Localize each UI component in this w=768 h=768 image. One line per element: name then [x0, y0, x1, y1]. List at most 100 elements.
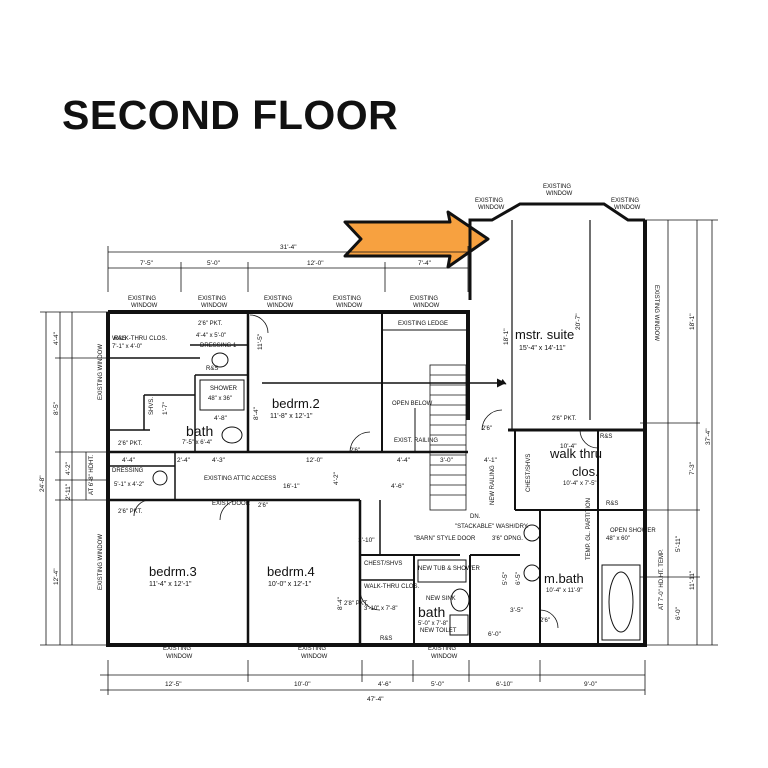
dim-int-0: 12'-0" — [306, 457, 323, 464]
dim-int-20: 8'-4" — [253, 406, 260, 420]
label-barn-door: "BARN" STYLE DOOR — [414, 536, 476, 542]
dim-left-overall: 24'-8" — [39, 475, 46, 492]
label-exist-railing: EXIST. RAILING — [394, 438, 438, 444]
room-mstr-suite-size: 15'-4" x 14'-11" — [519, 345, 566, 352]
label-opng: 3'6" OPNG. — [492, 536, 523, 542]
label-attic-access: EXISTING ATTIC ACCESS — [204, 476, 276, 482]
window-label-6b: WINDOW — [478, 205, 505, 211]
dimension-lines — [40, 219, 718, 695]
label-new-railing: NEW RAILING — [490, 465, 496, 505]
window-label-7: EXISTING — [543, 184, 571, 190]
dim-int-10: 4'-2" — [333, 471, 340, 485]
label-pkt-3: 2'6" PKT. — [118, 509, 143, 515]
window-label-2: EXISTING — [198, 296, 226, 302]
dim-int-2: 4'-4" — [397, 457, 411, 464]
dim-int-9: 8'-4" — [337, 596, 344, 610]
dim-bottom-4: 6'-10" — [496, 681, 513, 688]
staircase — [429, 364, 467, 511]
dim-right-3: 11'-11" — [689, 570, 696, 590]
window-label-3: EXISTING — [264, 296, 292, 302]
label-door-2: 2'6" — [258, 503, 268, 509]
dim-int-5: 1'-10" — [358, 537, 375, 544]
room-labels: mstr. suite 15'-4" x 14'-11" bedrm.2 11'… — [149, 327, 602, 627]
dim-right-2: 5'-11" — [675, 535, 682, 552]
label-door-1: 2'6" — [350, 448, 360, 454]
dim-right-overall: 37'-4" — [705, 428, 712, 445]
label-chest-shvs-2: CHEST/SHVS — [526, 454, 532, 492]
label-r-s-1: R&S — [600, 434, 612, 440]
label-walk-thru-clos-hall: WALK-THRU CLOS. — [112, 336, 167, 342]
dim-top-0: 7'-5" — [140, 260, 154, 267]
label-walk-thru-clos-4-size: 3'-10" x 7'-8" — [364, 606, 398, 612]
dim-int-22: 6'-5" — [515, 571, 522, 585]
window-label-10b: WINDOW — [301, 654, 328, 660]
label-new-tub: NEW TUB & SHOWER — [418, 566, 481, 572]
window-label-9b: WINDOW — [166, 654, 193, 660]
dim-int-4: 3'-0" — [440, 457, 454, 464]
room-walkthru-size: 10'-4" x 7'-5" — [563, 481, 597, 487]
room-walkthru: walk thru — [549, 446, 602, 461]
dim-bottom-2: 4'-6" — [378, 681, 392, 688]
label-walk-thru-clos-4: WALK-THRU CLOS. — [364, 584, 419, 590]
label-open-below: OPEN BELOW — [392, 401, 433, 407]
label-exist-door: EXIST. DOOR — [212, 501, 251, 507]
label-dressing-1-size: 4'-4" x 5'-0" — [196, 333, 226, 339]
label-door-4: 2'6" — [540, 618, 550, 624]
dim-bottom-3: 5'-0" — [431, 681, 445, 688]
dim-left-3: 2'-11" — [65, 483, 72, 500]
label-shower-size: 48" x 36" — [208, 396, 232, 402]
label-existing-ledge: EXISTING LEDGE — [398, 321, 448, 327]
window-label-6: EXISTING — [475, 198, 503, 204]
window-label-10: EXISTING — [298, 646, 326, 652]
room-mstr-suite: mstr. suite — [515, 327, 574, 342]
window-label-5b: WINDOW — [413, 303, 440, 309]
dim-top-1: 5'-0" — [207, 260, 221, 267]
label-pkt-1: 2'6" PKT. — [198, 321, 223, 327]
label-open-shower: OPEN SHOWER — [610, 528, 656, 534]
dim-right-0: 18'-1" — [689, 313, 696, 330]
highlight-arrow-icon — [343, 210, 490, 269]
dim-int-16: 10'-4" — [560, 443, 577, 450]
fixtures — [152, 352, 641, 641]
window-label-14: EXISTING WINDOW — [653, 285, 659, 341]
window-label-11b: WINDOW — [431, 654, 458, 660]
walls — [106, 202, 647, 647]
label-chest-shvs: CHEST/SHVS — [364, 561, 402, 567]
label-new-toilet: NEW TOILET — [420, 628, 457, 634]
dim-top-2: 12'-0" — [307, 260, 324, 267]
label-dn: DN. — [470, 514, 481, 520]
dim-top-3: 7'-4" — [418, 260, 432, 267]
window-label-1b: WINDOW — [131, 303, 158, 309]
dim-int-11: 4'-6" — [391, 483, 405, 490]
label-dressing: DRESSING — [112, 468, 144, 474]
label-dressing-1: DRESSING 1 — [200, 343, 237, 349]
window-label-12: EXISTING WINDOW — [98, 344, 104, 400]
dim-int-7: 4'-4" — [122, 457, 136, 464]
label-new-sink: NEW SINK — [426, 596, 456, 602]
dim-int-13: 1'-7" — [162, 401, 169, 415]
dimension-texts: 31'-4" 7'-5" 5'-0" 12'-0" 7'-4" 12'-5" 1… — [39, 244, 712, 703]
dim-bottom-0: 12'-5" — [165, 681, 182, 688]
room-bath-hall-size: 7'-5" x 6'-4" — [182, 440, 212, 446]
annotations: EXISTING LEDGE OPEN BELOW EXIST. RAILING… — [89, 321, 665, 642]
label-shower: SHOWER — [210, 386, 238, 392]
dim-int-8: 2'-4" — [177, 457, 191, 464]
windows: EXISTING WINDOW EXISTING WINDOW EXISTING… — [98, 184, 659, 660]
dim-top-overall: 31'-4" — [280, 244, 297, 251]
room-bedrm2: bedrm.2 — [272, 396, 320, 411]
label-pkt-4: 2'8" PKT. — [344, 601, 369, 607]
label-temp-gl: TEMP. GL. PARTITION — [586, 498, 592, 560]
window-label-7b: WINDOW — [546, 191, 573, 197]
dim-int-21: 11'-5" — [257, 333, 264, 350]
door-swings — [133, 314, 599, 629]
window-label-8b: WINDOW — [614, 205, 641, 211]
label-walk-thru-hall-size: 7'-1" x 4'-0" — [112, 344, 142, 350]
room-mbath: m.bath — [544, 571, 584, 586]
label-pkt-2: 2'6" PKT. — [118, 441, 143, 447]
dim-left-4: 12'-4" — [53, 568, 60, 585]
room-bath-hall: bath — [186, 423, 213, 439]
dim-int-15: 18'-1" — [503, 328, 510, 345]
dim-int-14: 20'-7" — [575, 313, 582, 330]
dim-bottom-5: 9'-0" — [584, 681, 598, 688]
